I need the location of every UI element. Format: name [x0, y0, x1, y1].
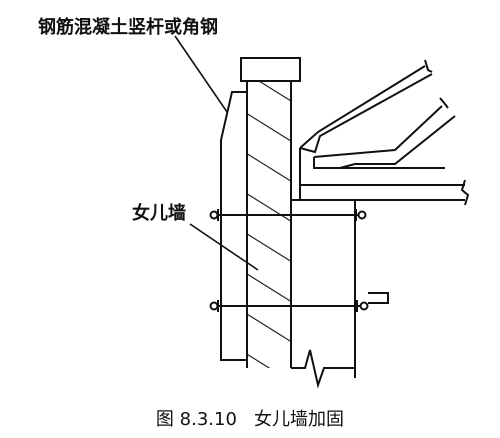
member-label: 钢筋混凝土竖杆或角钢: [38, 16, 218, 38]
anchor-bolt-upper: [209, 209, 367, 221]
roof-structure: [291, 59, 470, 389]
coping-block: [240, 57, 301, 82]
parapet-label: 女儿墙: [132, 202, 186, 224]
parapet-leader-line: [189, 223, 259, 271]
rc-post: [220, 91, 248, 361]
parapet-wall: [246, 78, 292, 368]
anchor-bolt-lower: [209, 300, 369, 312]
figure-caption: 图 8.3.10 女儿墙加固: [156, 409, 344, 430]
